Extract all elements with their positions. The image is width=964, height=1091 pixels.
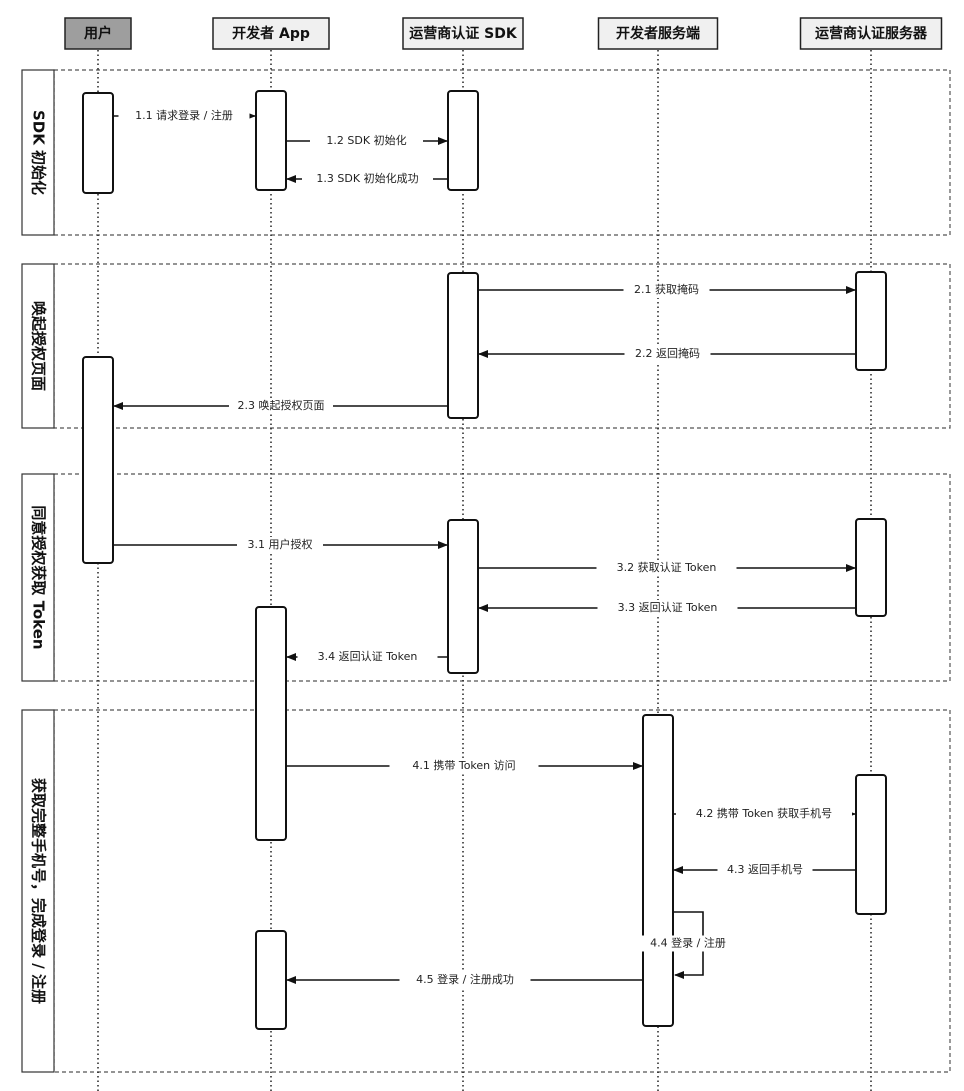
label-bg	[297, 649, 438, 665]
label-bg	[310, 133, 423, 149]
message-label: 4.4 登录 / 注册	[650, 936, 726, 950]
activation-bar	[255, 90, 287, 191]
message-label: 4.1 携带 Token 访问	[412, 758, 515, 772]
message-label: 3.4 返回认证 Token	[318, 650, 418, 663]
participant-name: 运营商认证服务器	[815, 25, 928, 42]
group-label-box	[21, 473, 55, 682]
activation-bar	[255, 606, 287, 841]
participant-box	[64, 17, 132, 50]
message-label: 1.3 SDK 初始化成功	[316, 171, 418, 185]
participant-name: 开发者服务端	[616, 25, 700, 42]
message-label: 4.2 携带 Token 获取手机号	[696, 806, 832, 820]
message-label: 3.1 用户授权	[248, 537, 313, 551]
message-label: 3.2 获取认证 Token	[617, 561, 717, 574]
activation-bar	[447, 90, 479, 191]
message-label: 2.2 返回掩码	[635, 346, 700, 360]
label-bg	[597, 600, 738, 616]
participant-name: 运营商认证 SDK	[409, 25, 518, 42]
group-label-box	[21, 263, 55, 429]
message-label: 1.1 请求登录 / 注册	[135, 108, 233, 122]
activation-bar	[447, 272, 479, 419]
participant-box	[597, 17, 719, 50]
label-bg	[676, 806, 852, 822]
participant-box	[402, 17, 524, 50]
group-frame	[53, 473, 951, 682]
group-frame	[53, 263, 951, 429]
activation-bar	[82, 356, 114, 564]
message-label: 2.1 获取掩码	[634, 282, 699, 296]
group-label: 唤起授权页面	[30, 301, 48, 391]
group-label: 同意授权获取 Token	[30, 505, 48, 649]
group-label: 获取完整手机号，完成登录 / 注册	[30, 778, 48, 1004]
label-bg	[624, 346, 711, 362]
label-bg	[237, 537, 323, 553]
label-bg	[229, 398, 333, 414]
label-bg	[717, 862, 813, 878]
participant-box	[799, 17, 943, 50]
label-bg	[640, 935, 736, 952]
activation-bar	[855, 271, 887, 371]
message-label: 3.3 返回认证 Token	[618, 601, 718, 614]
activation-bar	[447, 519, 479, 674]
label-bg	[302, 171, 433, 187]
activation-bar	[642, 714, 674, 1027]
message-label: 2.3 唤起授权页面	[238, 398, 325, 412]
participant-name: 开发者 App	[232, 25, 310, 42]
participant-name: 用户	[84, 25, 112, 42]
group-label: SDK 初始化	[30, 110, 48, 195]
group-label-box	[21, 709, 55, 1073]
activation-bar	[855, 518, 887, 617]
activation-bar	[255, 930, 287, 1030]
label-bg	[399, 972, 531, 988]
message-label: 1.2 SDK 初始化	[326, 133, 406, 147]
label-bg	[623, 282, 710, 298]
message-label: 4.3 返回手机号	[727, 862, 803, 876]
activation-bar	[855, 774, 887, 915]
participant-box	[212, 17, 330, 50]
group-frame	[53, 69, 951, 236]
label-bg	[118, 108, 250, 124]
group-label-box	[21, 69, 55, 236]
message-label: 4.5 登录 / 注册成功	[416, 972, 514, 986]
activation-bar	[82, 92, 114, 194]
label-bg	[596, 560, 737, 576]
label-bg	[389, 758, 539, 774]
